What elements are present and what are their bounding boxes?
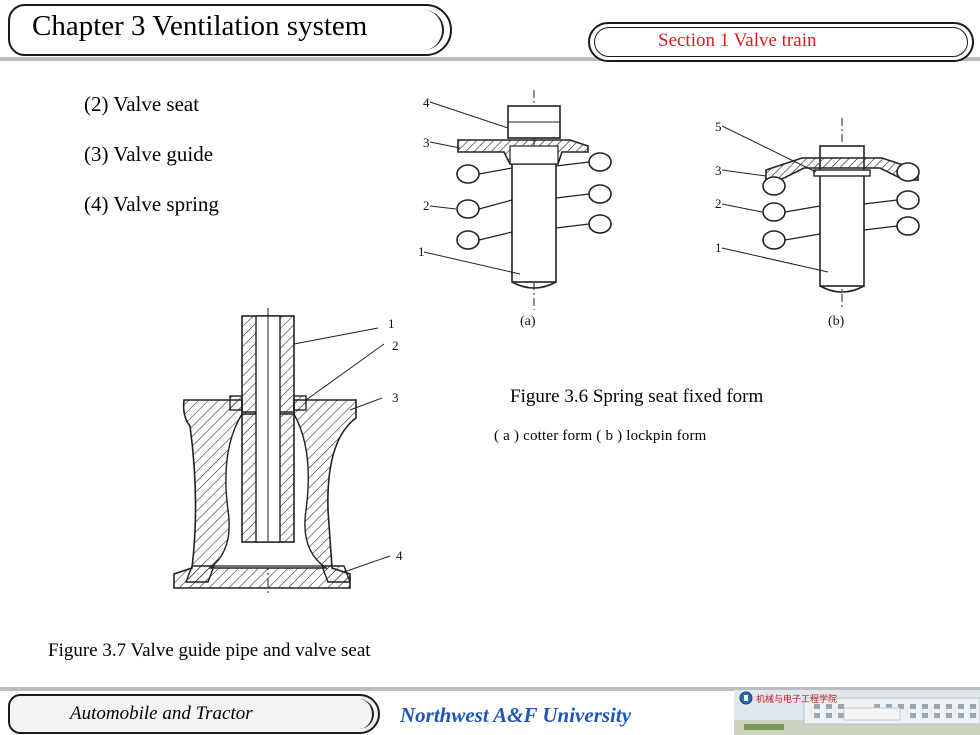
figure-3-6-subcaption: ( a ) cotter form ( b ) lockpin form [494, 428, 707, 444]
header-divider [0, 57, 980, 61]
fig36-panel-a-label: (a) [520, 314, 536, 329]
panel-a-cotter [423, 90, 612, 310]
fig36b-part-3: 3 [715, 163, 722, 178]
fig36b-part-1: 1 [715, 240, 722, 255]
fig37-part-3: 3 [392, 390, 399, 405]
fig36a-part-3: 3 [423, 135, 430, 150]
college-building-logo: 机械与电子工程学院 [734, 690, 980, 735]
fig37-part-2: 2 [392, 338, 399, 353]
section-title: Section 1 Valve train [658, 30, 817, 51]
chapter-title: Chapter 3 Ventilation system [32, 10, 368, 42]
fig36a-part-1: 1 [418, 244, 425, 259]
fig37-part-4: 4 [396, 548, 403, 563]
fig36b-part-2: 2 [715, 196, 722, 211]
figure-3-6-caption: Figure 3.6 Spring seat fixed form [510, 386, 764, 407]
figure-3-6-drawing [423, 90, 920, 310]
figure-3-7-drawing [173, 308, 391, 596]
footer-divider [0, 687, 980, 691]
footer-course-title: Automobile and Tractor [70, 703, 253, 724]
figure-3-7-caption: Figure 3.7 Valve guide pipe and valve se… [48, 640, 371, 661]
bullet-valve-guide: (3) Valve guide [84, 142, 214, 166]
fig37-part-1: 1 [388, 316, 395, 331]
fig36b-part-5: 5 [715, 119, 722, 134]
fig36a-part-4: 4 [423, 95, 430, 110]
section-tab [588, 22, 974, 62]
panel-b-lockpin [721, 118, 920, 310]
bullet-valve-seat: (2) Valve seat [84, 92, 200, 116]
footer-university: Northwest A&F University [400, 703, 632, 727]
college-logo-text: 机械与电子工程学院 [756, 693, 837, 705]
chapter-tab [8, 4, 452, 56]
bullet-valve-spring: (4) Valve spring [84, 192, 219, 216]
footer-course-tab [8, 694, 380, 734]
fig36a-part-2: 2 [423, 198, 430, 213]
fig36-panel-b-label: (b) [828, 314, 845, 329]
